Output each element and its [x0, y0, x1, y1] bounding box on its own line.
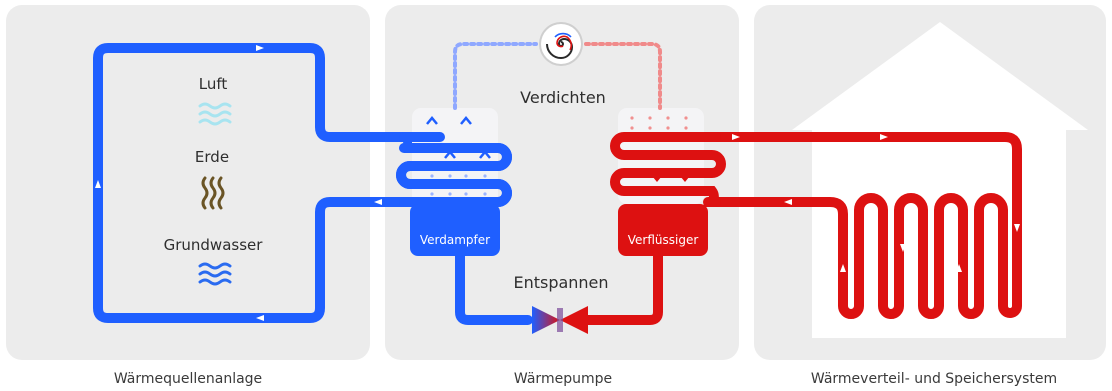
condenser-tank: [618, 204, 708, 256]
compressor-discharge-line: [584, 42, 662, 110]
air-waves-icon: [198, 102, 232, 126]
caption-source-system: Wärmequellenanlage: [114, 371, 262, 387]
hot-loop-pipe: [583, 132, 1022, 325]
source-label-air: Luft: [199, 75, 228, 93]
earth-wavy-lines-icon: [201, 176, 225, 210]
evaporator-tank: [410, 204, 500, 256]
source-label-earth: Erde: [195, 148, 229, 166]
caption-distribution-system: Wärmeverteil- und Speichersystem: [811, 371, 1057, 387]
condenser-coil: [610, 132, 726, 207]
compressor-suction-line: [453, 42, 538, 110]
evaporator-upper: [412, 108, 498, 204]
evaporator-label: Verdampfer: [420, 233, 490, 247]
expansion-valve-icon: [532, 306, 588, 334]
evaporator-dots: [430, 174, 487, 196]
source-label-groundwater: Grundwasser: [164, 236, 264, 254]
evaporator-coil: [396, 132, 512, 207]
compressor-label: Verdichten: [520, 88, 606, 107]
caption-heat-pump: Wärmepumpe: [514, 371, 612, 387]
hot-flow-arrows: [732, 134, 1020, 272]
compressor-icon: [539, 22, 583, 66]
water-waves-icon: [198, 262, 232, 286]
expansion-label: Entspannen: [513, 273, 608, 292]
heat-pump-panel: [385, 5, 739, 360]
condenser-label: Verflüssiger: [628, 233, 699, 247]
